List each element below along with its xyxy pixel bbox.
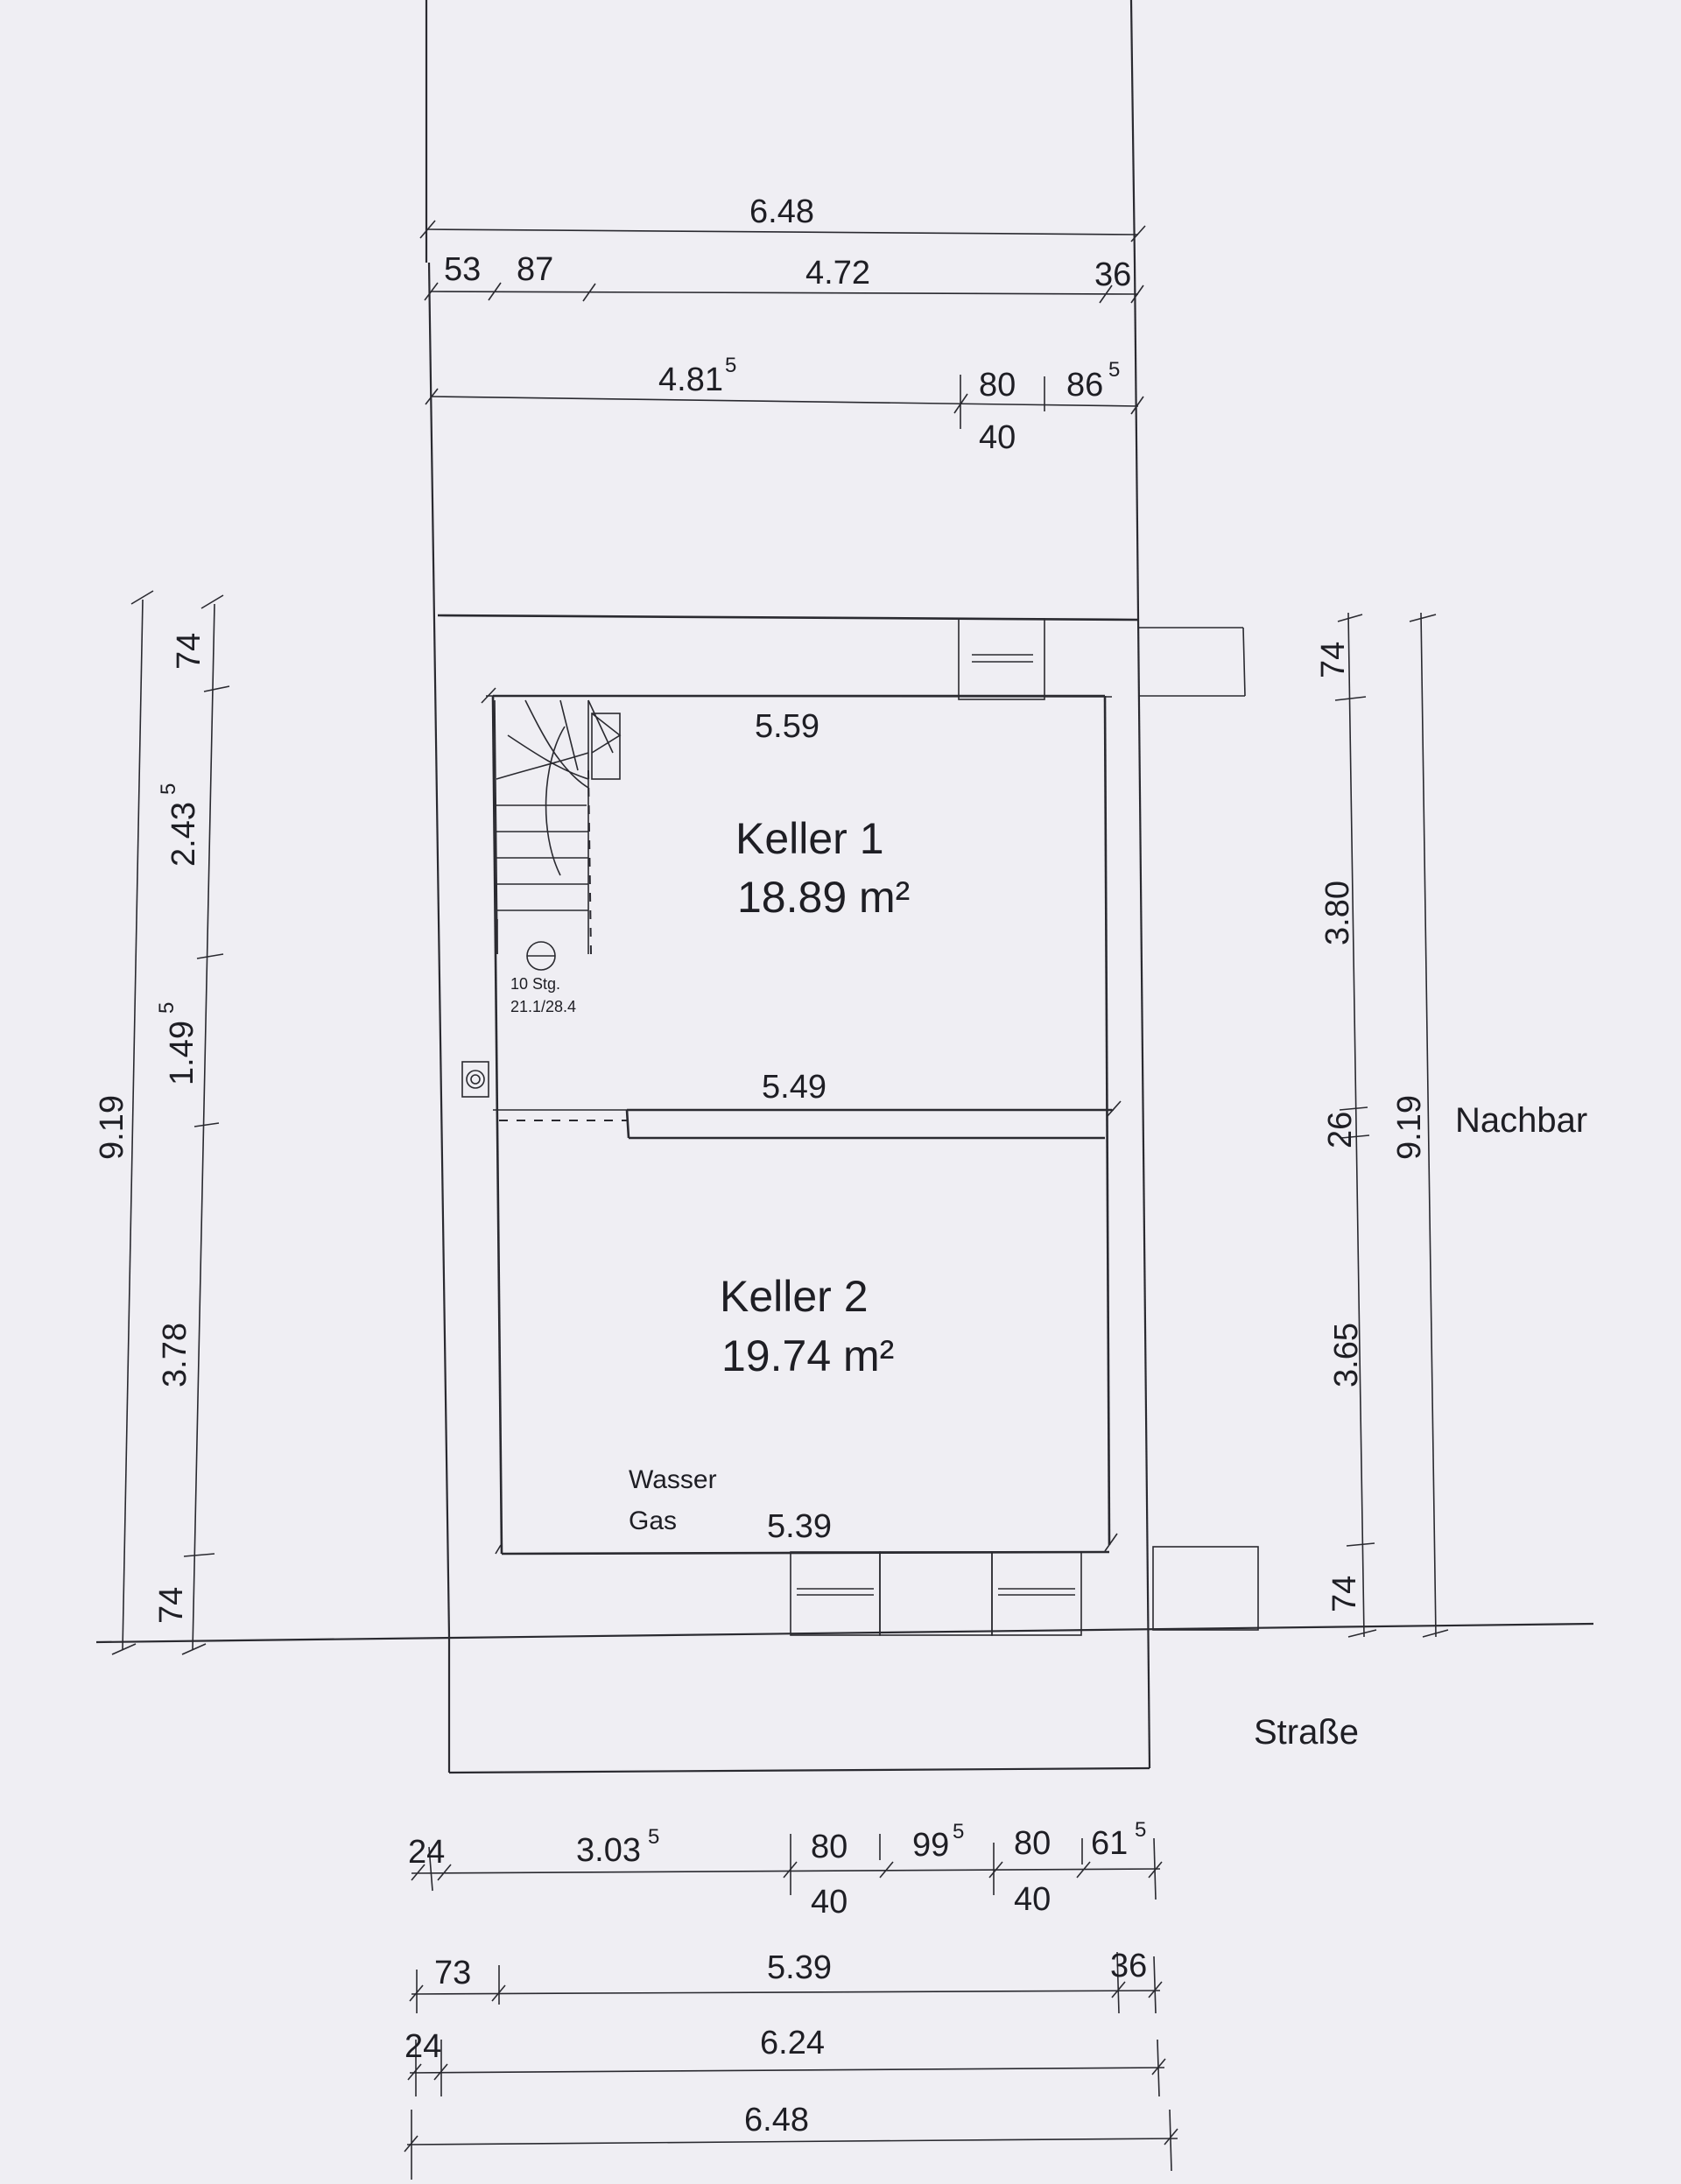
dim-right-total: 9.19	[1391, 1095, 1428, 1160]
chimney-symbol	[461, 1061, 489, 1098]
dim-top-4815: 4.81	[658, 362, 723, 398]
dim-keller1-width: 5.59	[755, 708, 819, 745]
dim-bottom-40-b: 40	[1014, 1881, 1051, 1918]
dim-top-865-sup: 5	[1108, 358, 1120, 382]
dims-inner: 5.59 5.49 5.39	[481, 687, 1122, 1555]
room-keller1-area: 18.89 m²	[737, 873, 910, 922]
room-keller2-name: Keller 2	[720, 1272, 869, 1321]
dim-top-865: 86	[1066, 367, 1103, 404]
dim-bottom-73: 73	[434, 1955, 471, 1991]
dim-bottom-80-a: 80	[811, 1829, 848, 1865]
dim-left-74-bottom: 74	[153, 1587, 190, 1624]
dim-top-53: 53	[444, 251, 481, 288]
dim-top-40: 40	[979, 419, 1016, 456]
dim-top-4815-sup: 5	[725, 354, 736, 377]
dim-right-74-top: 74	[1315, 642, 1352, 678]
label-strasse: Straße	[1254, 1713, 1359, 1752]
dim-bottom-995: 99	[912, 1827, 949, 1864]
dim-top-87: 87	[517, 251, 553, 288]
dim-bottom-624: 6.24	[760, 2025, 825, 2061]
dim-left-378: 3.78	[157, 1323, 193, 1387]
dim-top-total: 6.48	[749, 193, 814, 230]
dim-left-1495: 1.49	[164, 1021, 200, 1085]
dim-right-365: 3.65	[1328, 1323, 1365, 1387]
dim-right-380: 3.80	[1319, 881, 1356, 945]
room-keller-1: Keller 1 18.89 m²	[735, 814, 910, 922]
dim-middle-width: 5.49	[762, 1069, 826, 1106]
label-gas: Gas	[629, 1506, 677, 1535]
dims-left: 9.19 74 2.43 5 1.49 5 3.78 74	[94, 590, 230, 1655]
dim-left-1495-sup: 5	[155, 1002, 179, 1014]
dim-left-74-top: 74	[171, 633, 207, 670]
dim-top-80: 80	[979, 367, 1016, 404]
stairs-count-label: 10 Stg.	[510, 975, 560, 993]
staircase	[494, 699, 622, 971]
label-nachbar: Nachbar	[1455, 1101, 1587, 1140]
dim-bottom-615-sup: 5	[1135, 1818, 1146, 1842]
dim-bottom-615: 61	[1091, 1825, 1128, 1862]
label-wasser: Wasser	[629, 1465, 717, 1494]
dim-bottom-80-b: 80	[1014, 1825, 1051, 1862]
dim-bottom-24-row3: 24	[404, 2028, 441, 2065]
dim-bottom-total: 6.48	[744, 2102, 809, 2138]
dim-bottom-995-sup: 5	[953, 1820, 964, 1843]
dim-right-74-bottom: 74	[1326, 1576, 1363, 1612]
room-keller2-area: 19.74 m²	[721, 1331, 894, 1380]
dim-bottom-40-a: 40	[811, 1884, 848, 1921]
dims-bottom: 24 3.03 5 80 40 99 5 80 40 61 5 73 5.39 …	[404, 1818, 1178, 2180]
dim-bottom-36: 36	[1110, 1948, 1147, 1984]
dim-keller2-width: 5.39	[767, 1508, 832, 1545]
dim-bottom-3035-sup: 5	[648, 1825, 659, 1849]
dim-left-2435: 2.43	[165, 802, 202, 867]
dim-bottom-539: 5.39	[767, 1949, 832, 1986]
dims-right: 74 3.80 26 3.65 74 9.19	[1315, 612, 1449, 1638]
dim-right-26: 26	[1322, 1112, 1359, 1148]
dim-bottom-3035: 3.03	[576, 1832, 641, 1869]
dims-top: 6.48 53 87 4.72 36 4.81 5 80 40 86 5	[419, 193, 1146, 456]
dim-left-total: 9.19	[94, 1095, 130, 1160]
room-keller1-name: Keller 1	[735, 814, 884, 863]
dim-bottom-24: 24	[408, 1834, 445, 1871]
dim-left-2435-sup: 5	[157, 783, 180, 795]
room-keller-2: Keller 2 19.74 m²	[720, 1272, 894, 1380]
stairs-ratio-label: 21.1/28.4	[510, 998, 576, 1015]
dim-top-36: 36	[1094, 256, 1131, 293]
dim-top-472: 4.72	[805, 255, 870, 291]
